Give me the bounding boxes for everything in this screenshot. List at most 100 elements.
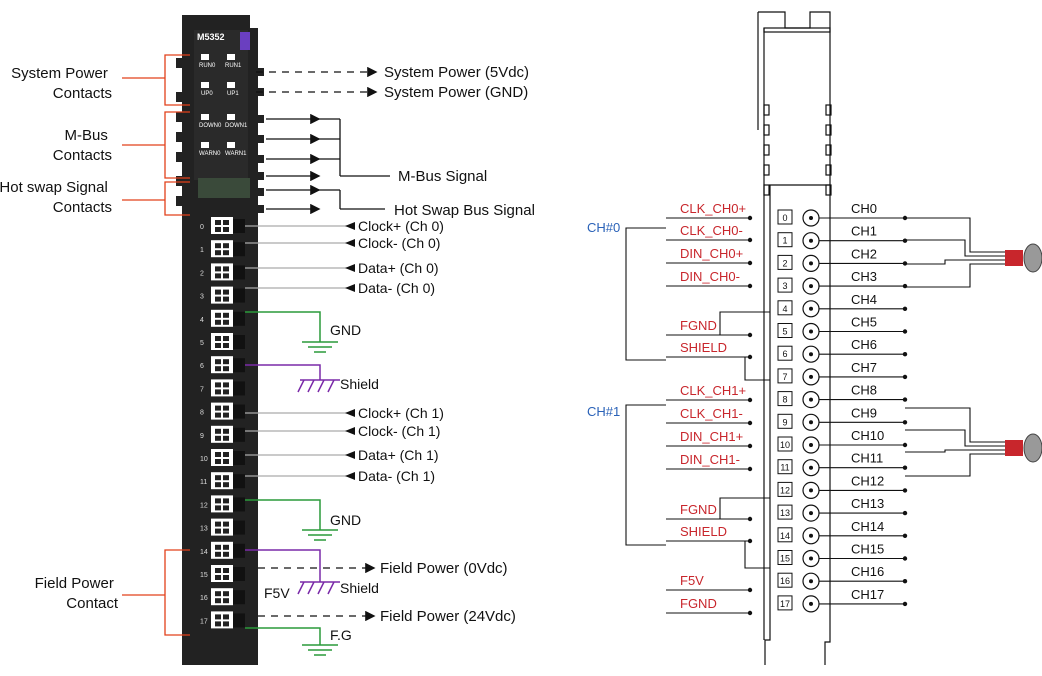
- gnd-label: GND: [330, 512, 361, 528]
- channel-label: CH1: [851, 224, 877, 239]
- label-line: Hot swap Signal: [0, 179, 108, 196]
- terminal-number-box: [777, 436, 793, 452]
- terminal-number: 8: [200, 410, 204, 417]
- led-label: DOWN1: [225, 123, 248, 129]
- terminal-number-box: [777, 391, 793, 407]
- channel-label: CH7: [851, 360, 877, 375]
- group-braces: [625, 227, 666, 546]
- shield-label: Shield: [340, 580, 379, 596]
- label-line: System Power: [11, 65, 108, 82]
- terminal-number: 5: [782, 327, 787, 337]
- right-terminal-column: 0CH01CH12CH23CH34CH45CH56CH67CH78CH89CH9…: [666, 201, 908, 616]
- terminal-spring: [211, 611, 233, 629]
- terminal-number-box: [777, 413, 793, 429]
- terminal-hole: [233, 288, 245, 303]
- hot-swap-contacts-label: Hot swap Signal Contacts: [0, 179, 112, 216]
- terminal-number: 11: [780, 463, 789, 473]
- signal-label: F5V: [680, 573, 704, 588]
- terminal-number: 15: [780, 554, 790, 564]
- channel-label: CH9: [851, 405, 877, 420]
- system-power-5v-label: System Power (5Vdc): [384, 64, 529, 81]
- signal-label: FGND: [680, 318, 717, 333]
- terminal-number-box: [777, 254, 793, 270]
- gnd-label: GND: [330, 322, 361, 338]
- fg-label: F.G: [330, 627, 352, 643]
- channel-label: CH14: [851, 519, 884, 534]
- channel-label: CH12: [851, 473, 884, 488]
- terminal-spring: [211, 495, 233, 513]
- terminal-number: 7: [782, 372, 787, 382]
- terminal-spring: [211, 518, 233, 536]
- system-power-contacts-label: System Power Contacts: [11, 65, 112, 102]
- terminal-number: 17: [200, 618, 208, 625]
- label-line: Contacts: [53, 199, 112, 216]
- terminal-number-box: [777, 323, 793, 338]
- signal-label: DIN_CH0-: [680, 269, 740, 284]
- terminal-number: 8: [782, 395, 787, 405]
- led-label: DOWN0: [199, 123, 222, 129]
- signal-label: CLK_CH1+: [680, 383, 746, 398]
- terminal-number-box: [777, 572, 793, 588]
- channel-label: CH3: [851, 269, 877, 284]
- led-label: WARN0: [199, 151, 221, 157]
- system-power-arrows: [256, 66, 378, 98]
- led-indicators: RUN0 RUN1 UP0 UP1 DOWN0 DOWN1 WARN0 WARN…: [199, 54, 248, 157]
- label-line: Field Power: [35, 575, 114, 592]
- shield-label: Shield: [340, 376, 379, 392]
- terminal-spring: [211, 425, 233, 443]
- terminal-number: 2: [200, 270, 204, 277]
- pin-label: Data- (Ch 0): [358, 280, 435, 296]
- terminal-number: 0: [782, 213, 787, 223]
- label-line: M-Bus: [64, 127, 107, 144]
- terminal-hole: [233, 311, 245, 326]
- signal-label: DIN_CH1+: [680, 429, 743, 444]
- terminal-number-box: [777, 209, 793, 225]
- channel-label: CH0: [851, 201, 877, 216]
- terminal-hole: [233, 497, 245, 512]
- terminal-spring: [211, 240, 233, 258]
- pin-wires: [245, 225, 348, 477]
- terminal-number: 4: [782, 304, 787, 314]
- terminal-number: 14: [200, 549, 208, 556]
- terminal-number-box: [777, 232, 793, 248]
- label-line: Contacts: [53, 147, 112, 164]
- terminal-spring: [211, 309, 233, 327]
- signal-label: FGND: [680, 502, 717, 517]
- channel-label: CH10: [851, 428, 884, 443]
- led-label: RUN1: [225, 63, 242, 69]
- channel-label: CH2: [851, 246, 877, 261]
- terminal-number-box: [777, 481, 793, 497]
- channel-label: CH15: [851, 542, 884, 557]
- channel-label: CH17: [851, 587, 884, 602]
- terminal-number: 11: [200, 479, 207, 486]
- pin-label: Clock+ (Ch 1): [358, 405, 444, 421]
- terminal-number: 3: [200, 294, 204, 301]
- terminal-hole: [233, 451, 245, 465]
- terminal-hole: [233, 543, 245, 558]
- terminal-spring: [211, 356, 233, 374]
- contact-brackets: [122, 54, 190, 636]
- channel-label: CH8: [851, 383, 877, 398]
- terminal-spring: [211, 263, 233, 281]
- module-outline: [757, 11, 832, 665]
- terminal-number-box: [777, 550, 793, 565]
- terminal-spring: [211, 472, 233, 490]
- terminal-number-box: [777, 595, 793, 611]
- pin-label: Clock- (Ch 1): [358, 423, 440, 439]
- terminal-number: 10: [200, 456, 208, 463]
- terminal-number: 4: [200, 317, 204, 324]
- channel-label: CH5: [851, 315, 877, 330]
- field-power-contact-label: Field Power Contact: [35, 575, 119, 612]
- terminal-number-box: [777, 504, 793, 520]
- terminal-hole: [233, 404, 245, 419]
- label-line: Contact: [66, 595, 119, 612]
- group-label-ch1: CH#1: [587, 404, 620, 419]
- terminal-spring: [211, 379, 233, 397]
- terminal-number-box: [777, 459, 793, 475]
- terminal-number: 2: [782, 258, 787, 268]
- terminal-number: 12: [780, 485, 790, 495]
- terminal-number: 17: [780, 599, 790, 609]
- terminal-hole: [233, 381, 245, 396]
- terminal-spring: [211, 286, 233, 304]
